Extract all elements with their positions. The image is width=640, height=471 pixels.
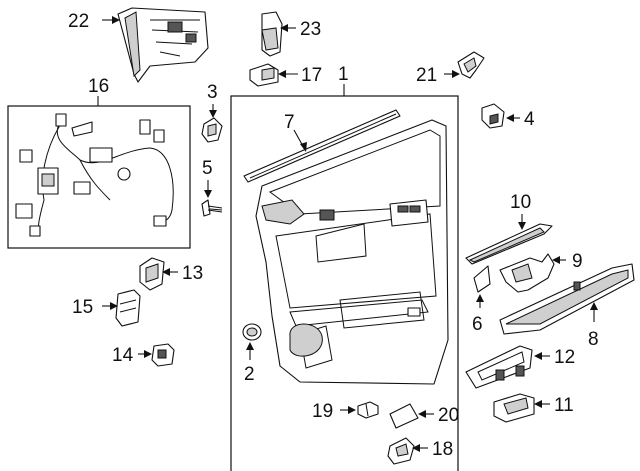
part-16-wire-harness (15, 113, 174, 237)
part-19-bulb (357, 401, 379, 419)
callout-3: 3 (207, 82, 218, 103)
part-14-connector (151, 343, 175, 367)
callout-15: 15 (72, 297, 93, 318)
callout-11: 11 (554, 395, 574, 416)
part-22-bracket (117, 7, 209, 83)
callout-21: 21 (416, 65, 437, 86)
part-11-switch (493, 393, 535, 423)
callout-9: 9 (572, 251, 583, 272)
part-21-clip (457, 51, 485, 79)
callout-4: 4 (524, 109, 535, 130)
part-17-clip (249, 63, 279, 87)
part-5-screw (201, 199, 223, 217)
callout-19: 19 (312, 401, 333, 422)
callout-22: 22 (68, 11, 89, 32)
part-4-clip (481, 103, 505, 129)
callout-10: 10 (510, 192, 531, 213)
callout-6: 6 (472, 314, 483, 335)
callout-13: 13 (182, 263, 203, 284)
callout-20: 20 (438, 405, 459, 426)
callout-18: 18 (432, 439, 453, 460)
callout-14: 14 (112, 345, 134, 366)
part-12-switch-bezel (465, 345, 533, 389)
door-trim-panel (255, 119, 449, 385)
callout-8: 8 (588, 329, 599, 350)
part-18-clip (387, 437, 415, 465)
part-13-bracket (139, 257, 165, 291)
callout-17: 17 (301, 65, 322, 86)
part-3-clip (201, 117, 223, 143)
part-20-lens (389, 403, 419, 429)
part-2-clip (242, 323, 262, 341)
callout-5: 5 (202, 158, 213, 179)
callout-7: 7 (284, 112, 295, 133)
callout-23: 23 (300, 19, 321, 40)
callout-16: 16 (88, 76, 109, 97)
callout-2: 2 (244, 364, 255, 385)
part-15-module (115, 289, 141, 327)
callout-1: 1 (338, 64, 349, 85)
part-7-weatherstrip (243, 109, 401, 183)
part-23-bracket (261, 11, 283, 57)
part-10-trim-strip (465, 223, 553, 265)
part-16-harness-box (7, 105, 191, 249)
part-8-armrest (499, 263, 635, 335)
callout-12: 12 (554, 347, 575, 368)
part-6-pad (473, 265, 491, 293)
part-9-bracket (499, 253, 555, 293)
